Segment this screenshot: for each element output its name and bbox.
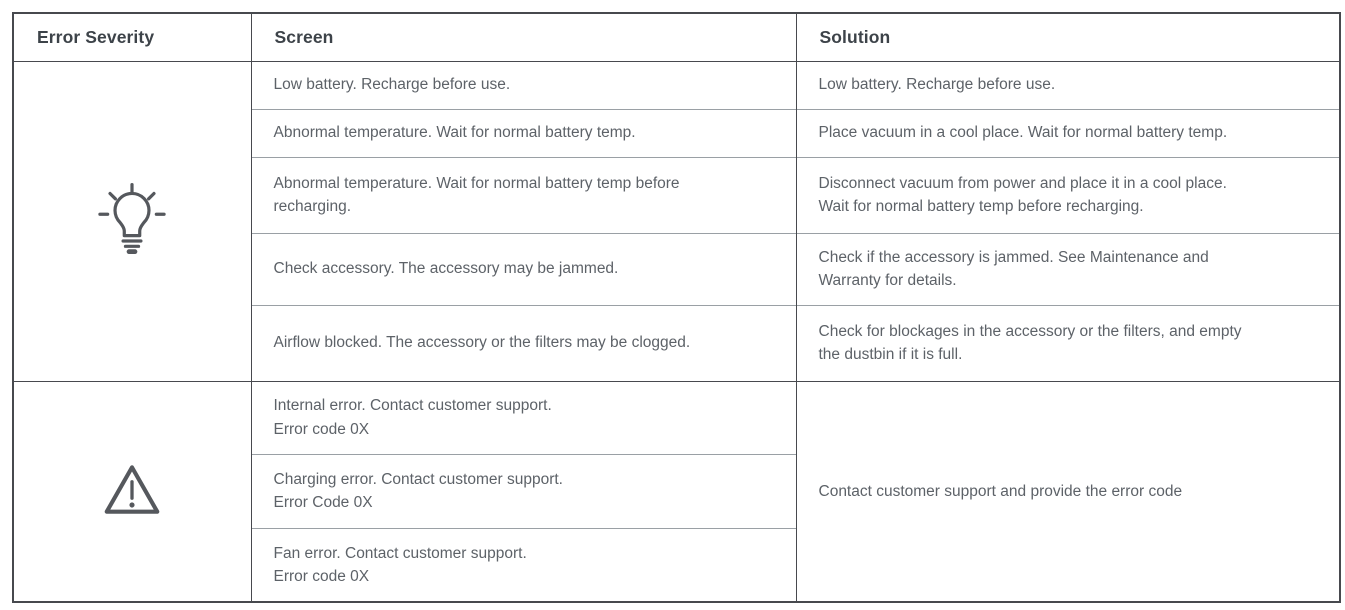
table-row: Abnormal temperature. Wait for normal ba… [13,108,1341,157]
table-row: Internal error. Contact customer support… [12,380,1341,602]
solution-cell: Disconnect vacuum from power and place i… [795,156,1341,233]
solution-cell: Check for blockages in the accessory or … [795,304,1341,381]
table-row: Check accessory. The accessory may be ja… [13,232,1341,305]
column-header-solution: Solution [795,13,1341,62]
severity-cell-notice [12,60,252,381]
solution-cell-merged: Contact customer support and provide the… [795,380,1341,602]
severity-cell-warning [12,380,252,602]
screen-cell: Abnormal temperature. Wait for normal ba… [250,108,797,157]
screen-cell: Low battery. Recharge before use. [250,60,797,109]
solution-cell: Low battery. Recharge before use. [795,60,1341,109]
column-header-error-severity: Error Severity [12,13,252,62]
table-header-row: Error Severity Screen Solution [12,13,1341,62]
warning-triangle-icon [99,458,165,525]
screen-cell: Airflow blocked. The accessory or the fi… [250,304,797,381]
table-row: Fan error. Contact customer support. Err… [13,527,1340,602]
error-table: Error Severity Screen Solution [12,12,1341,603]
column-header-screen: Screen [250,13,797,62]
screen-cell: Fan error. Contact customer support. Err… [250,527,797,602]
screen-cell: Check accessory. The accessory may be ja… [250,232,797,305]
table-row: Charging error. Contact customer support… [13,453,1340,528]
error-code-table-section: Error Severity Screen Solution [12,12,1341,603]
table-row: Low battery. Recharge before use. Low ba… [12,60,1341,381]
screen-cell: Internal error. Contact customer support… [250,380,797,454]
table-row: Airflow blocked. The accessory or the fi… [13,304,1341,381]
solution-cell: Check if the accessory is jammed. See Ma… [795,232,1341,305]
light-bulb-icon [94,181,170,262]
table-row: Abnormal temperature. Wait for normal ba… [13,156,1341,233]
solution-cell: Place vacuum in a cool place. Wait for n… [795,108,1341,157]
screen-cell: Charging error. Contact customer support… [250,453,797,528]
screen-cell: Abnormal temperature. Wait for normal ba… [250,156,797,233]
